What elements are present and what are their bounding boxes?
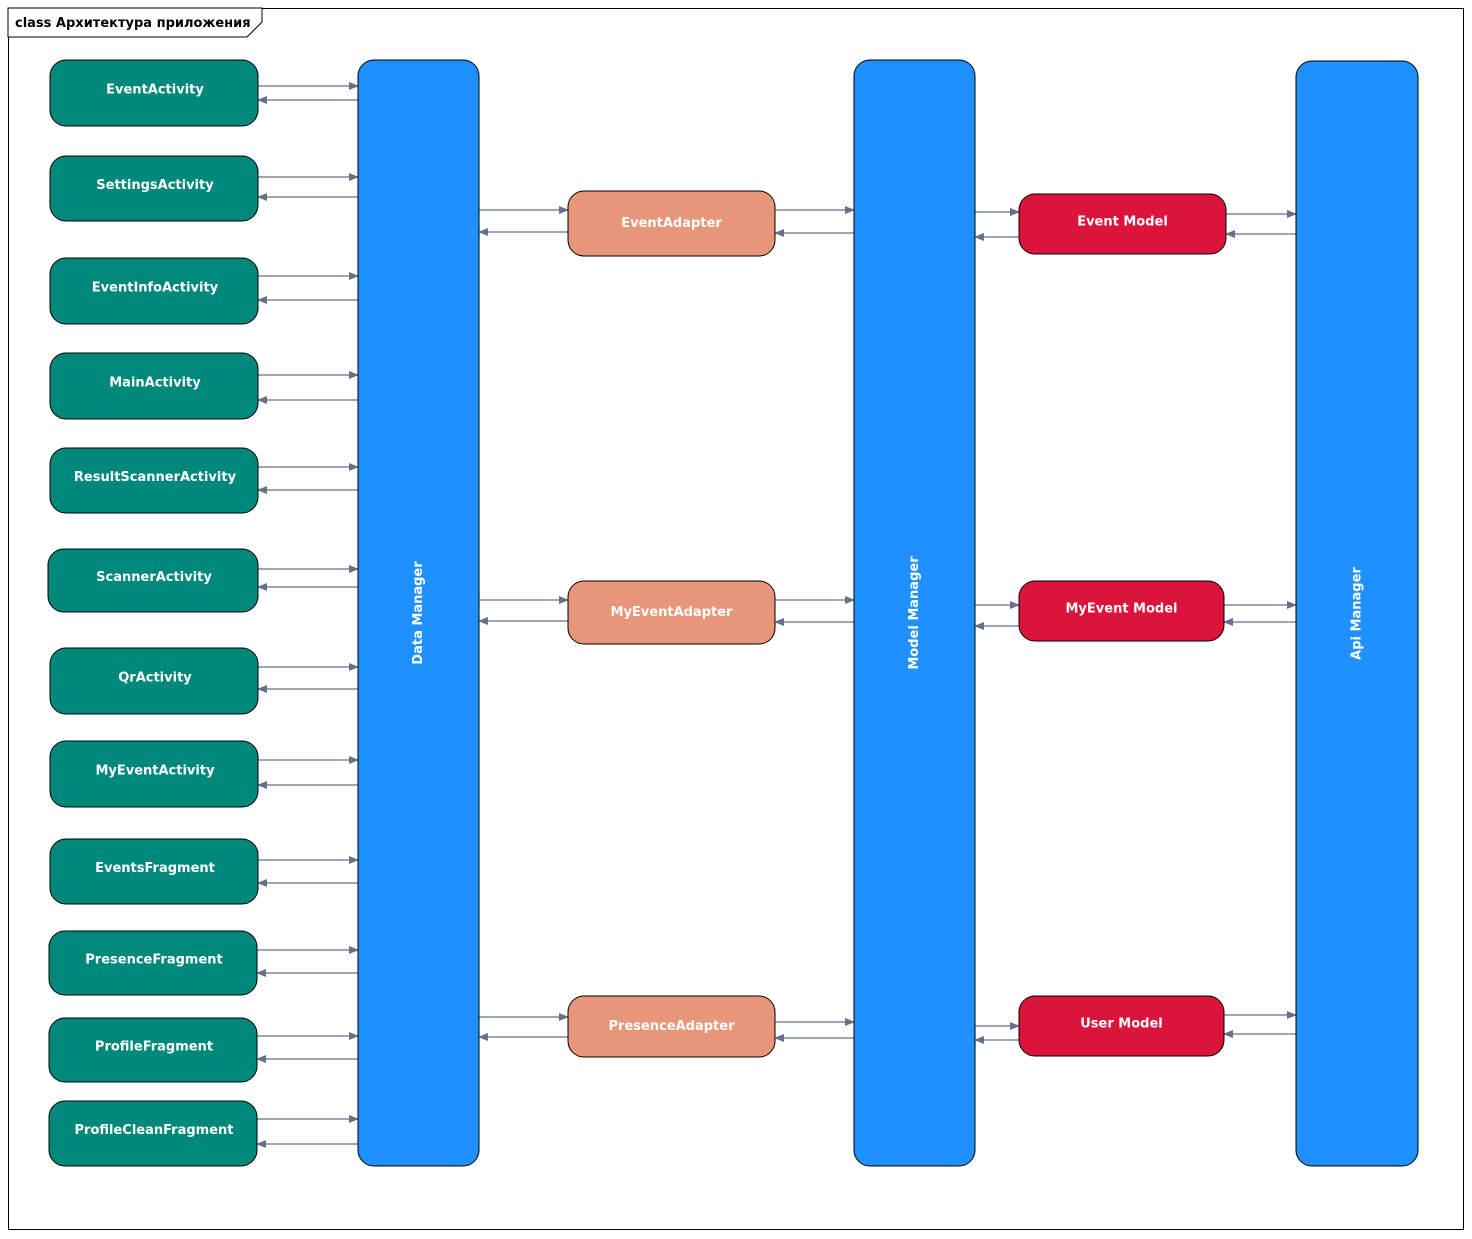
scanner-activity: ScannerActivity: [47, 548, 259, 613]
main-activity: MainActivity: [49, 352, 259, 420]
event-activity: EventActivity: [49, 59, 259, 127]
events-fragment: EventsFragment: [49, 838, 259, 905]
user-model: User Model: [1018, 995, 1225, 1057]
settings-activity: SettingsActivity: [49, 155, 259, 222]
api-manager-label: Api Manager: [1350, 567, 1365, 660]
presence-fragment-label: PresenceFragment: [85, 953, 222, 968]
model-manager-label: Model Manager: [907, 556, 922, 670]
event-info-activity-label: EventInfoActivity: [92, 281, 219, 296]
event-info-activity: EventInfoActivity: [49, 257, 259, 325]
profile-clean-fragment-label: ProfileCleanFragment: [75, 1123, 234, 1138]
my-event-model-label: MyEvent Model: [1065, 602, 1177, 617]
scanner-activity-label: ScannerActivity: [96, 570, 212, 585]
model-manager: Model Manager: [853, 59, 976, 1167]
diagram-title: class Архитектура приложения: [15, 16, 251, 31]
qr-activity: QrActivity: [49, 647, 259, 715]
my-event-activity: MyEventActivity: [49, 740, 259, 808]
presence-adapter-label: PresenceAdapter: [609, 1019, 736, 1034]
event-adapter-label: EventAdapter: [621, 216, 722, 231]
event-model: Event Model: [1018, 193, 1227, 255]
settings-activity-label: SettingsActivity: [96, 178, 214, 193]
connector-arrows: [256, 82, 1297, 1148]
diagram-title-tab: class Архитектура приложения: [7, 7, 263, 38]
api-manager: Api Manager: [1295, 60, 1419, 1167]
presence-fragment: PresenceFragment: [48, 930, 258, 996]
data-manager-label: Data Manager: [411, 561, 426, 665]
events-fragment-label: EventsFragment: [95, 861, 215, 876]
data-manager: Data Manager: [357, 59, 480, 1167]
event-adapter: EventAdapter: [567, 190, 776, 257]
qr-activity-label: QrActivity: [118, 671, 192, 686]
my-event-adapter-label: MyEventAdapter: [611, 605, 734, 620]
my-event-model: MyEvent Model: [1018, 580, 1225, 642]
main-activity-label: MainActivity: [109, 376, 201, 391]
event-model-label: Event Model: [1077, 215, 1168, 230]
diagram-frame: [8, 8, 1464, 1230]
my-event-adapter: MyEventAdapter: [567, 580, 776, 645]
my-event-activity-label: MyEventActivity: [95, 764, 215, 779]
result-scanner-activity-label: ResultScannerActivity: [74, 470, 237, 485]
presence-adapter: PresenceAdapter: [567, 995, 776, 1058]
event-activity-label: EventActivity: [106, 83, 204, 98]
result-scanner-activity: ResultScannerActivity: [49, 447, 259, 514]
user-model-label: User Model: [1080, 1017, 1163, 1032]
profile-clean-fragment: ProfileCleanFragment: [48, 1100, 258, 1167]
profile-fragment-label: ProfileFragment: [95, 1040, 213, 1055]
profile-fragment: ProfileFragment: [48, 1017, 258, 1083]
